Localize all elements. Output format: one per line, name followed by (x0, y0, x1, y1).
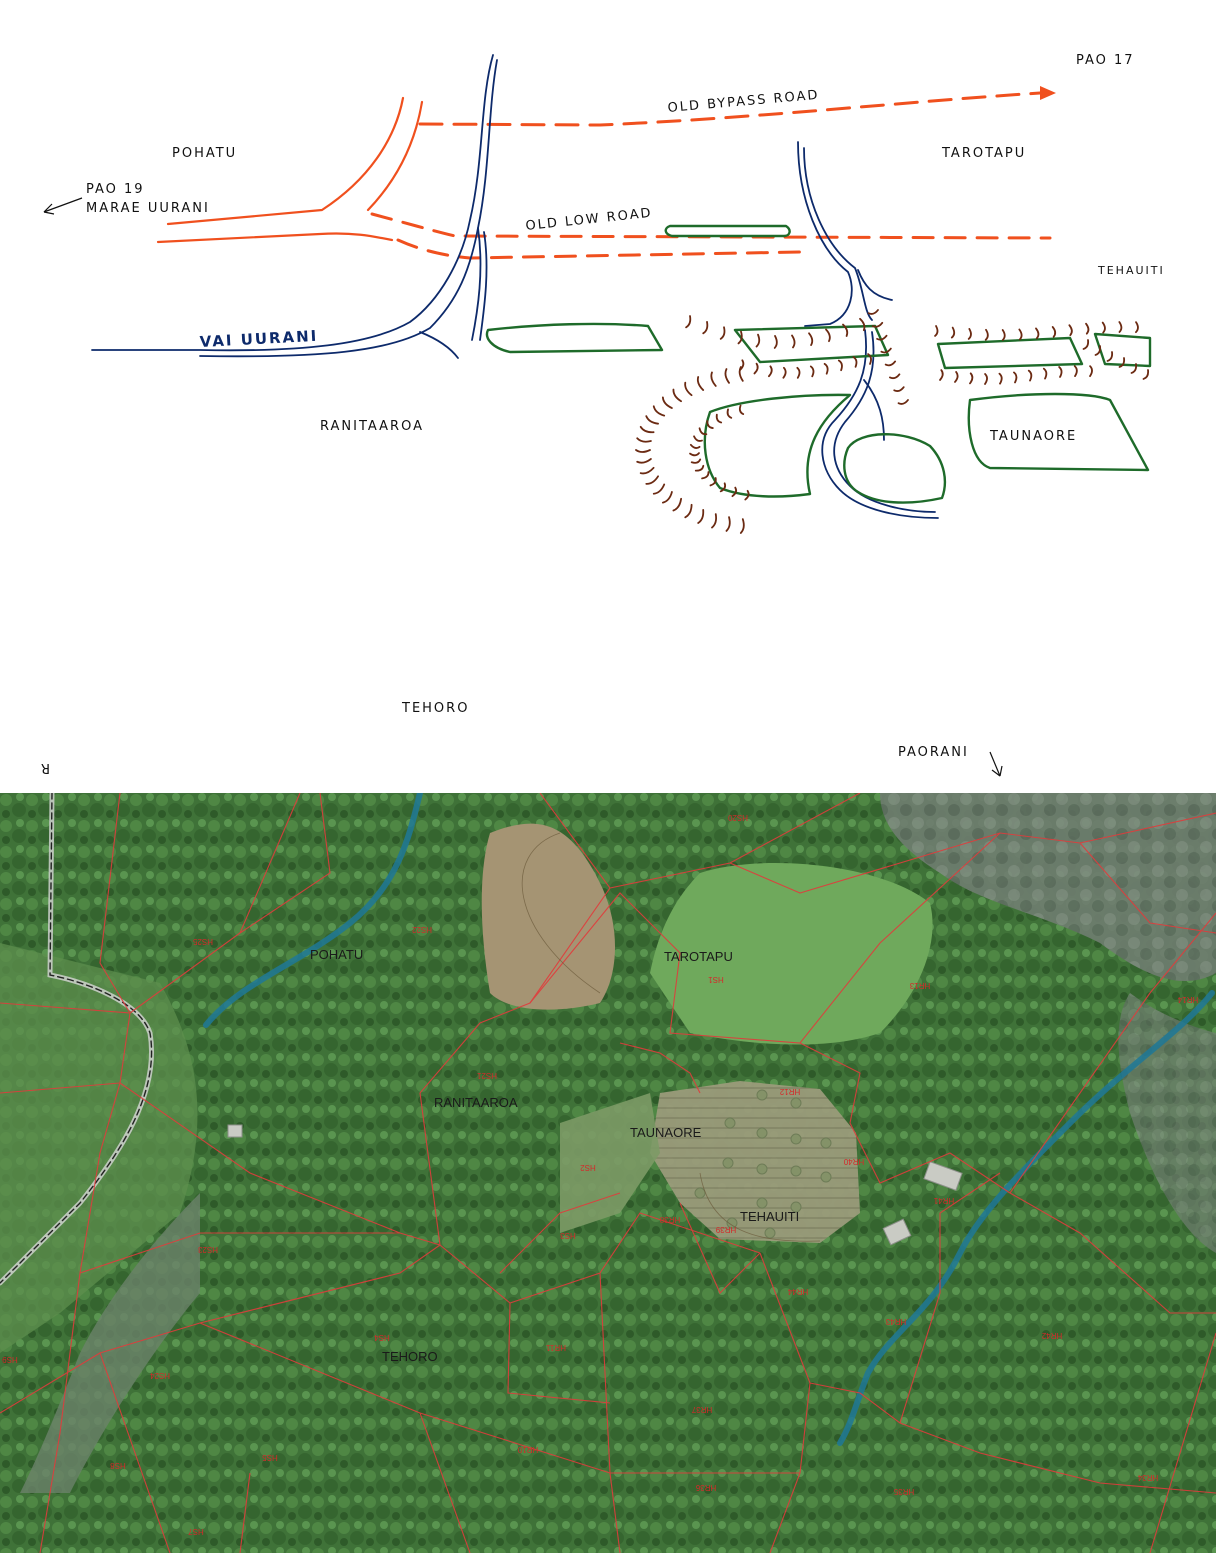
grey-forest-area (880, 793, 1216, 982)
parcel-id-label: HS22 (411, 925, 432, 934)
parcel-id-label: HR34 (1137, 1473, 1158, 1482)
parcel-id-label: HR14 (1177, 995, 1198, 1004)
parcel-id-label: HR40 (843, 1157, 864, 1166)
parcel-id-label: HS3 (560, 1231, 576, 1240)
parcel-id-label: HS20 (727, 813, 748, 822)
west-arrow-icon (43, 197, 83, 215)
buildings (227, 1124, 963, 1246)
aerial-label-tarotapu: TAROTAPU (664, 949, 733, 964)
parcel-id-label: HR44 (787, 1287, 808, 1296)
parcel-id-label: HR39 (715, 1225, 736, 1234)
parcel-id-label: HR35 (893, 1487, 914, 1496)
parcel-id-label: HR12 (779, 1087, 800, 1096)
sketch-road-solid (156, 96, 424, 244)
sketch-label-marae-uurani: MARAE UURANI (86, 201, 210, 216)
sketch-label-tehoro: TEHORO (401, 701, 469, 716)
pasture-west (0, 943, 198, 1353)
sketch-stream-vai-uurani (91, 54, 498, 359)
sketch-label-taunaore: TAUNAORE (989, 429, 1077, 444)
survey-arcs (521, 832, 821, 1242)
sketch-corner-mark: R (39, 760, 50, 775)
sketch-map: PAO 17 OLD BYPASS ROAD POHATU TAROTAPU P… (38, 53, 1165, 777)
aerial-label-pohatu: POHATU (310, 947, 363, 962)
terrace-fields (650, 1081, 860, 1243)
parcel-id-label: HS4 (374, 1333, 390, 1342)
parcel-id-label: HR41 (933, 1196, 954, 1205)
parcel-id-label: HS2 (580, 1163, 596, 1172)
parcel-id-label: HS5 (262, 1453, 278, 1462)
sketch-label-pohatu: POHATU (172, 146, 237, 161)
parcel-id-label: HS8 (110, 1461, 126, 1470)
parcel-id-label: HS7 (188, 1527, 204, 1536)
sketch-label-ranitaaroa: RANITAAROA (320, 419, 424, 434)
aerial-label-ranitaaroa: RANITAAROA (434, 1095, 518, 1110)
parcel-id-label: HR37 (691, 1405, 712, 1414)
sketch-label-pao17: PAO 17 (1076, 53, 1135, 68)
parcel-id-label: HS1 (708, 975, 724, 984)
terrace-fields-west (560, 1093, 660, 1233)
parcel-id-label: HS9 (2, 1355, 18, 1364)
aerial-label-taunaore: TAUNAORE (630, 1125, 702, 1140)
south-arrow-icon (989, 751, 1003, 777)
sketch-taro-patches (485, 224, 1152, 504)
parcel-id-label: HS23 (197, 1245, 218, 1254)
parcel-id-label: HR42 (1041, 1331, 1062, 1340)
parcel-id-label: HR43 (885, 1317, 906, 1326)
sketch-terrace-hatching (635, 309, 1150, 534)
parcel-id-label: HS21 (476, 1071, 497, 1080)
sketch-label-pao19: PAO 19 (86, 182, 145, 197)
sketch-canvas: PAO 17 OLD BYPASS ROAD POHATU TAROTAPU P… (39, 53, 1165, 777)
bare-field (481, 823, 615, 1010)
sketch-old-bypass-road (418, 91, 1042, 127)
sketch-arrow-head (1040, 86, 1056, 100)
wet-lowland (20, 1193, 200, 1493)
sketch-label-paorani: PAORANI (898, 745, 969, 760)
boundary-road (0, 793, 154, 1286)
parcel-id-label: HR13 (909, 981, 930, 990)
parcel-id-label: HR38 (659, 1215, 680, 1224)
aerial-label-tehauiti: TEHAUITI (740, 1209, 799, 1224)
aerial-label-tehoro: TEHORO (382, 1349, 438, 1364)
sketch-label-tarotapu: TAROTAPU (941, 146, 1026, 161)
parcel-id-label: HR10 (517, 1445, 538, 1454)
parcel-id-label: HR36 (695, 1483, 716, 1492)
sketch-label-tehauiti: TEHAUITI (1097, 264, 1165, 277)
terrace-pits (694, 1089, 832, 1239)
sketch-stream-east (797, 141, 939, 519)
aerial-streams (203, 793, 1215, 1446)
sketch-label-old-low-road: OLD LOW ROAD (525, 206, 653, 234)
pasture-tarotapu (650, 863, 933, 1045)
parcel-id-label: HS25 (192, 937, 213, 946)
parcel-id-label: HS24 (149, 1371, 170, 1380)
parcel-id-label: HR11 (546, 1343, 566, 1352)
parcel-boundaries (0, 793, 1216, 1553)
